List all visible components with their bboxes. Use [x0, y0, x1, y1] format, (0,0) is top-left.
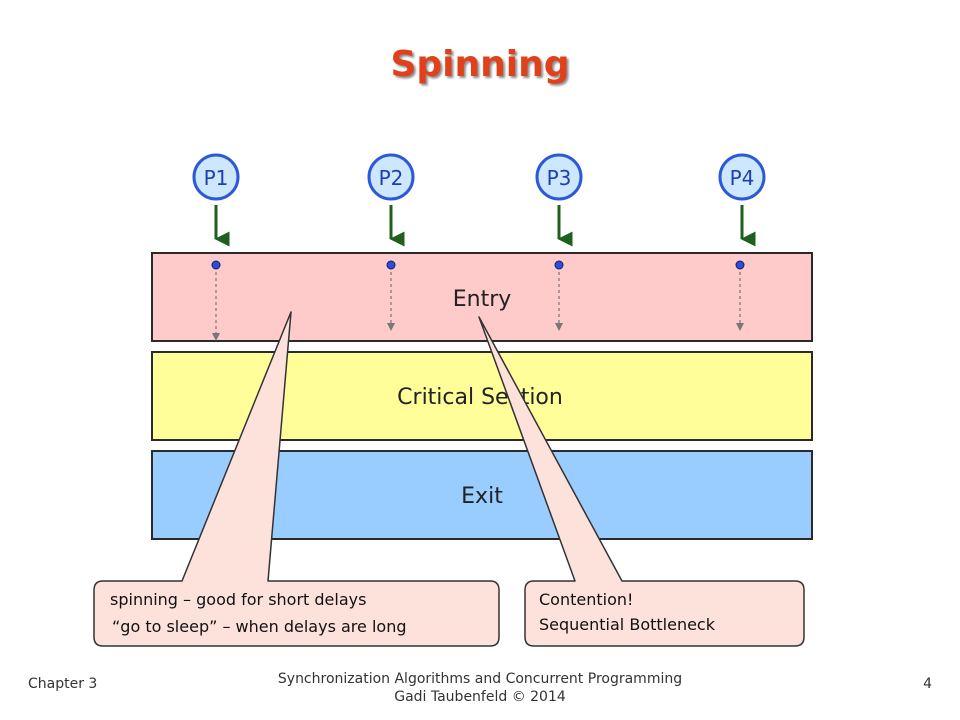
contention-callout-line1: Contention! [539, 590, 633, 609]
footer-course: Synchronization Algorithms and Concurren… [0, 670, 960, 706]
spinning-callout-line1: spinning – good for short delays [110, 590, 366, 609]
spinning-callout-line2: “go to sleep” – when delays are long [112, 617, 406, 636]
process-p3-dashed-arrowhead [555, 323, 563, 331]
process-p1-entry-dot [211, 260, 221, 270]
process-p2-dashed-arrowhead [387, 323, 395, 331]
process-p3: P3 [535, 153, 583, 331]
process-p4-entry-dot [735, 260, 745, 270]
process-p4-label: P4 [730, 166, 755, 190]
process-p2-entry-dot [386, 260, 396, 270]
process-p1: P1 [192, 153, 240, 341]
process-p1-dashed-arrowhead [212, 333, 220, 341]
process-p2-label: P2 [379, 166, 404, 190]
process-p1-circle [192, 153, 240, 201]
process-p3-entry-dot [554, 260, 564, 270]
page-title: Spinning [390, 44, 570, 85]
process-p3-circle [535, 153, 583, 201]
footer-page-number: 4 [923, 676, 932, 692]
process-p1-label: P1 [204, 166, 229, 190]
contention-callout-bubble [478, 316, 805, 647]
process-p4-circle [718, 153, 766, 201]
process-p2: P2 [367, 153, 415, 331]
contention-callout-line2: Sequential Bottleneck [539, 615, 716, 634]
process-p3-label: P3 [547, 166, 572, 190]
footer-course-author: Gadi Taubenfeld © 2014 [394, 689, 566, 705]
footer-chapter: Chapter 3 [28, 676, 98, 692]
process-p4-dashed-arrowhead [736, 323, 744, 331]
footer-course-title: Synchronization Algorithms and Concurren… [277, 671, 683, 687]
spinning-callout-bubble [93, 311, 500, 647]
process-p4: P4 [718, 153, 766, 331]
critical-section-label: Critical Section [397, 385, 563, 410]
exit-label: Exit [461, 484, 503, 509]
process-p2-circle [367, 153, 415, 201]
entry-label: Entry [453, 287, 512, 312]
